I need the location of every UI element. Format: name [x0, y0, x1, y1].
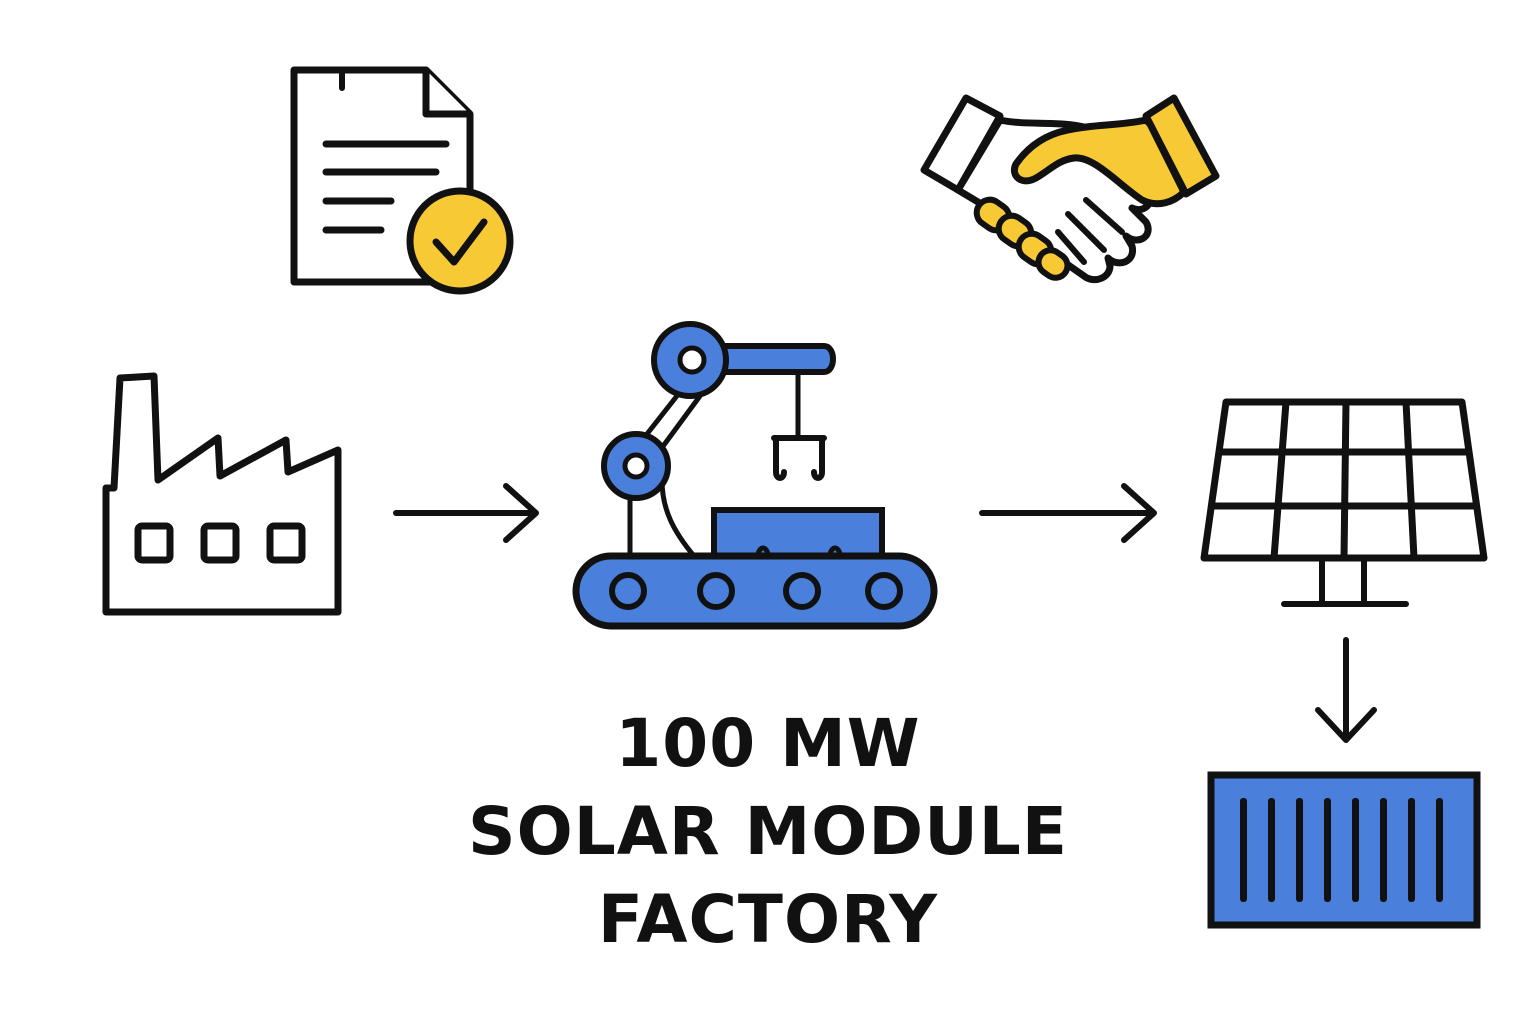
title-line-1: 100 MW	[615, 705, 921, 782]
document-check-icon	[286, 64, 526, 304]
title-line-3: FACTORY	[597, 881, 939, 958]
arrow-right-icon	[390, 480, 546, 550]
solar-panel-icon	[1196, 396, 1492, 612]
page-title: 100 MW SOLAR MODULE FACTORY	[418, 700, 1118, 964]
arrow-right-icon	[976, 480, 1164, 550]
shipping-container-icon	[1206, 770, 1482, 932]
title-line-2: SOLAR MODULE	[468, 793, 1068, 870]
robotic-arm-conveyor-icon	[570, 320, 942, 636]
handshake-icon	[918, 90, 1222, 290]
factory-icon	[100, 368, 348, 620]
arrow-down-icon	[1312, 634, 1382, 750]
